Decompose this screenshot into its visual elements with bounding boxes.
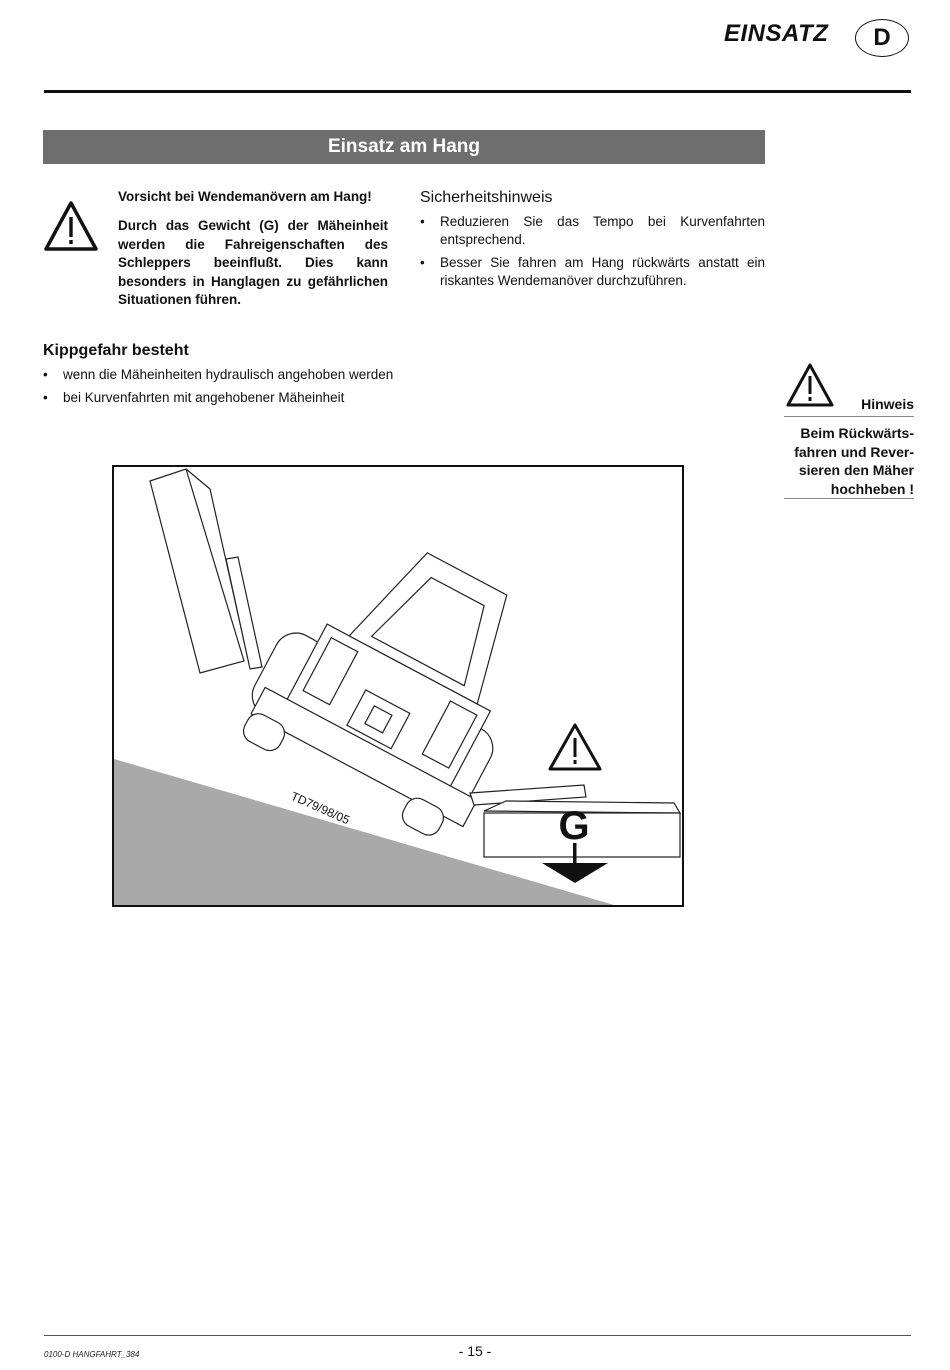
weight-label: G	[558, 804, 589, 848]
slope-illustration: G TD79/98/05	[112, 465, 684, 907]
section-title: EINSATZ	[724, 20, 829, 47]
slope-ground	[114, 759, 614, 905]
safety-list: Reduzieren Sie das Tempo bei Kurvenfahrt…	[420, 213, 765, 295]
safety-heading: Sicherheitshinweis	[420, 189, 553, 206]
header-divider	[44, 90, 911, 93]
link-arm	[469, 784, 587, 806]
page-title: Einsatz am Hang	[43, 130, 765, 164]
tractor	[242, 552, 508, 836]
page-number: - 15 -	[458, 1343, 492, 1359]
warning-icon	[786, 363, 834, 407]
ground-mower-deck	[483, 800, 682, 858]
list-item: wenn die Mäheinheiten hydraulisch angeho…	[43, 366, 423, 384]
tipping-heading: Kippgefahr besteht	[43, 342, 189, 359]
list-item: Besser Sie fahren am Hang rückwärts anst…	[420, 254, 765, 290]
mower-on-slope-drawing: G TD79/98/05	[114, 468, 682, 905]
warning-heading: Vorsicht bei Wendemanövern am Hang!	[118, 189, 372, 204]
warning-icon	[548, 723, 602, 771]
list-item: bei Kurvenfahrten mit angehobener Mähein…	[43, 389, 423, 407]
footer-divider	[44, 1335, 911, 1336]
document-id: 0100-D HANGFAHRT_384	[44, 1350, 140, 1359]
tipping-list: wenn die Mäheinheiten hydraulisch angeho…	[43, 366, 423, 412]
raised-mower-deck	[149, 468, 263, 674]
warning-text: Durch das Gewicht (G) der Mäheinheit wer…	[118, 218, 388, 307]
note-divider	[784, 498, 914, 499]
note-text: Beim Rückwärts-fahren und Rever-sieren d…	[794, 425, 914, 497]
language-badge: D	[855, 19, 909, 57]
warning-icon	[44, 201, 98, 251]
list-item: Reduzieren Sie das Tempo bei Kurvenfahrt…	[420, 213, 765, 249]
down-arrow-icon	[542, 843, 608, 883]
note-divider	[784, 416, 914, 417]
note-label: Hinweis	[861, 396, 914, 412]
